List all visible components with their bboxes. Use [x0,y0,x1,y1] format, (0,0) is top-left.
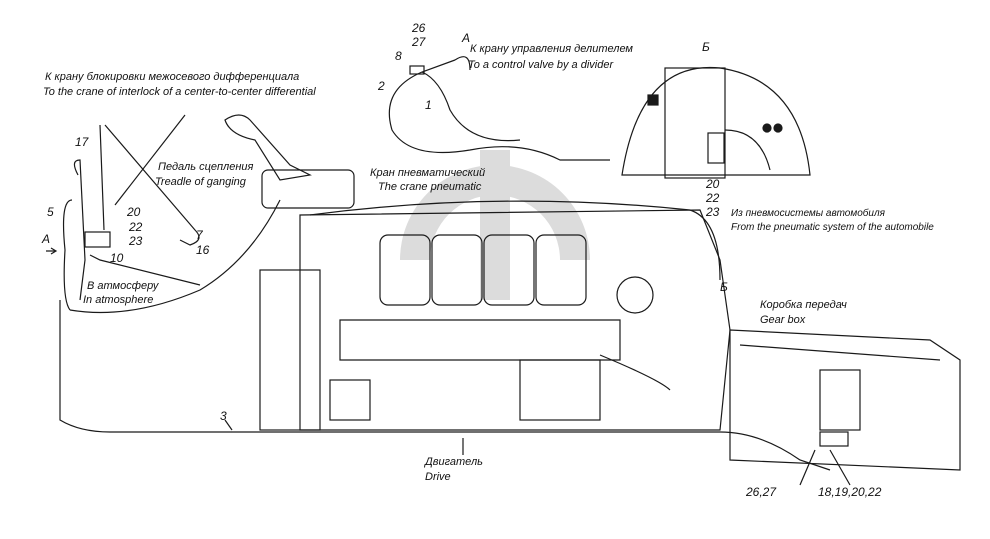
pedal-label-en: Treadle of ganging [155,176,246,188]
interlock-label-en: To the crane of interlock of a center-to… [43,86,316,98]
gearbox-label-en: Gear box [760,314,806,326]
part-number: 20 [127,205,141,219]
view-b-label-en: From the pneumatic system of the automob… [731,222,934,233]
gearbox-label-ru: Коробка передач [760,299,847,311]
part-number: 23 [706,205,720,219]
part-number: 27 [412,35,426,49]
pedal-label-ru: Педаль сцепления [158,161,254,173]
crane-label-en: The crane pneumatic [378,181,482,193]
part-number: 3 [220,409,227,423]
part-number: 22 [706,191,720,205]
engine-block [259,200,731,431]
gear-lever [224,114,312,181]
part-number: 23 [129,234,143,248]
view-b-marker: Б [702,40,710,54]
view-a-hose [388,56,610,161]
part-number: 5 [47,205,54,219]
view-a-label-ru: К крану управления делителем [470,43,633,55]
view-b-detail [621,66,811,176]
gearbox [729,329,961,471]
part-number: 1 [425,98,432,112]
view-a-label-en: To a control valve by a divider [468,59,614,71]
hose-3 [59,300,831,471]
part-number: 8 [395,49,402,63]
clutch-pedal [99,124,200,246]
watermark-logo [400,150,590,300]
view-b-label-ru: Из пневмосистемы автомобиля [731,208,885,219]
part-number: 18,19,20,22 [818,485,882,499]
part-number: 10 [110,251,124,265]
part-number: 2 [378,79,385,93]
part-number: 7 [196,228,203,242]
part-number: 17 [75,135,89,149]
interlock-label-ru: К крану блокировки межосевого дифференци… [45,71,300,83]
view-a-marker: А [462,31,471,45]
part-number: 16 [196,243,210,257]
atmosphere-label-en: In atmosphere [83,294,154,306]
part-number: 26,27 [746,485,777,499]
gearbox-marker: Б [720,280,728,294]
part-number: 20 [706,177,720,191]
engine-label-en: Drive [425,471,451,483]
engine-label-ru: Двигатель [425,456,483,468]
view-a-arrow-marker: А [42,232,51,246]
part-number: 22 [129,220,143,234]
crane-label-ru: Кран пневматический [370,167,486,179]
atmosphere-label-ru: В атмосферу [87,280,159,292]
part-number: 26 [412,21,426,35]
